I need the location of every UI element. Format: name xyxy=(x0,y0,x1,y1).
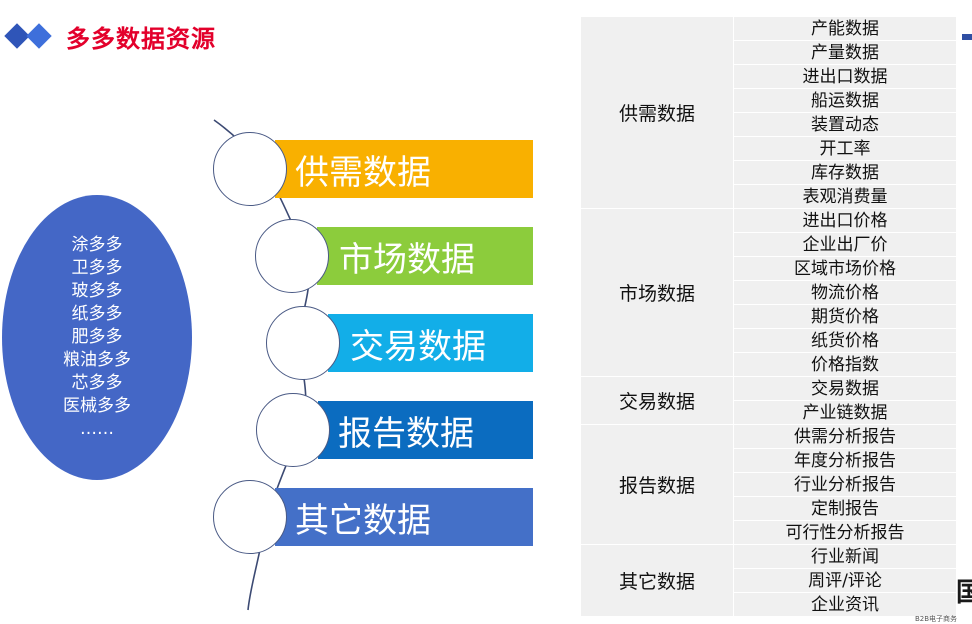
node-circle xyxy=(213,132,287,206)
category-bar: 市场数据 xyxy=(317,227,533,285)
table-item-cell: 产量数据 xyxy=(733,40,957,65)
node-circle xyxy=(255,219,329,293)
platform-name: 玻多多 xyxy=(71,281,123,301)
node-circle xyxy=(266,306,340,380)
platform-name: 粮油多多 xyxy=(63,350,131,370)
node-circle xyxy=(213,480,287,554)
table-item-cell: 企业出厂价 xyxy=(733,232,957,257)
platform-name: 纸多多 xyxy=(71,304,123,324)
table-row: 定制报告 xyxy=(581,496,957,521)
table-category-cell: 市场数据 xyxy=(580,208,734,377)
table-row: 区域市场价格 xyxy=(581,256,957,281)
table-item-cell: 开工率 xyxy=(733,136,957,161)
table-item-cell: 定制报告 xyxy=(733,496,957,521)
table-item-cell: 表观消费量 xyxy=(733,184,957,209)
table-item-cell: 产业链数据 xyxy=(733,400,957,425)
edge-small-text: B2B电子商务 xyxy=(915,615,958,623)
table-row: 周评/评论 xyxy=(581,568,957,593)
category-bar: 报告数据 xyxy=(318,401,533,459)
table-item-cell: 年度分析报告 xyxy=(733,448,957,473)
platform-name: 涂多多 xyxy=(71,235,123,255)
table-item-cell: 进出口数据 xyxy=(733,64,957,89)
category-bar: 供需数据 xyxy=(275,140,533,198)
table-row: 年度分析报告 xyxy=(581,448,957,473)
platform-oval: 涂多多卫多多玻多多纸多多肥多多粮油多多芯多多医械多多 …… xyxy=(2,195,192,480)
category-label: 其它数据 xyxy=(295,500,431,541)
page-header: 多多数据资源 xyxy=(4,18,216,54)
table-row: 库存数据 xyxy=(581,160,957,185)
table-item-cell: 期货价格 xyxy=(733,304,957,329)
table-item-cell: 供需分析报告 xyxy=(733,424,957,449)
table-row: 产业链数据 xyxy=(581,400,957,425)
platform-name: 医械多多 xyxy=(63,396,131,416)
edge-glyph: 国 xyxy=(956,578,972,608)
category-bar: 交易数据 xyxy=(328,314,533,372)
table-item-cell: 企业资讯 xyxy=(733,592,957,617)
table-item-cell: 行业分析报告 xyxy=(733,472,957,497)
table-row: 表观消费量 xyxy=(581,184,957,209)
table-item-cell: 库存数据 xyxy=(733,160,957,185)
platform-name: 卫多多 xyxy=(71,258,123,278)
category-label: 供需数据 xyxy=(295,152,431,193)
node-circle xyxy=(256,393,330,467)
table-category-cell: 供需数据 xyxy=(580,16,734,209)
table-row: 供需数据产能数据 xyxy=(580,16,957,209)
table-item-cell: 产能数据 xyxy=(733,16,957,41)
table-row: 船运数据 xyxy=(581,88,957,113)
edge-decoration xyxy=(962,34,972,40)
table-item-cell: 装置动态 xyxy=(733,112,957,137)
table-item-cell: 纸货价格 xyxy=(733,328,957,353)
table-row: 可行性分析报告 xyxy=(581,520,957,545)
table-item-cell: 船运数据 xyxy=(733,88,957,113)
category-label: 报告数据 xyxy=(338,413,474,454)
table-category-cell: 交易数据 xyxy=(580,376,734,425)
table-item-cell: 价格指数 xyxy=(733,352,957,377)
table-row: 交易数据交易数据 xyxy=(580,376,957,425)
page-title: 多多数据资源 xyxy=(66,24,216,53)
table-row: 其它数据行业新闻 xyxy=(580,544,957,617)
table-item-cell: 行业新闻 xyxy=(733,544,957,569)
platform-name: …… xyxy=(80,419,114,439)
category-label: 交易数据 xyxy=(350,326,486,367)
platform-name: 肥多多 xyxy=(71,327,123,347)
table-item-cell: 进出口价格 xyxy=(733,208,957,233)
table-item-cell: 周评/评论 xyxy=(733,568,957,593)
table-item-cell: 物流价格 xyxy=(733,280,957,305)
table-item-cell: 可行性分析报告 xyxy=(733,520,957,545)
table-row: 市场数据进出口价格 xyxy=(580,208,957,377)
category-label: 市场数据 xyxy=(339,239,475,280)
platform-name: 芯多多 xyxy=(71,373,123,393)
table-item-cell: 区域市场价格 xyxy=(733,256,957,281)
table-row: 企业资讯 xyxy=(581,592,957,617)
table-row: 行业分析报告 xyxy=(581,472,957,497)
category-bar: 其它数据 xyxy=(275,488,533,546)
table-category-cell: 其它数据 xyxy=(580,544,734,617)
table-row: 报告数据供需分析报告 xyxy=(580,424,957,545)
table-item-cell: 交易数据 xyxy=(733,376,957,401)
table-category-cell: 报告数据 xyxy=(580,424,734,545)
data-resource-table: 供需数据产能数据产量数据进出口数据船运数据装置动态开工率库存数据表观消费量市场数… xyxy=(580,16,957,617)
